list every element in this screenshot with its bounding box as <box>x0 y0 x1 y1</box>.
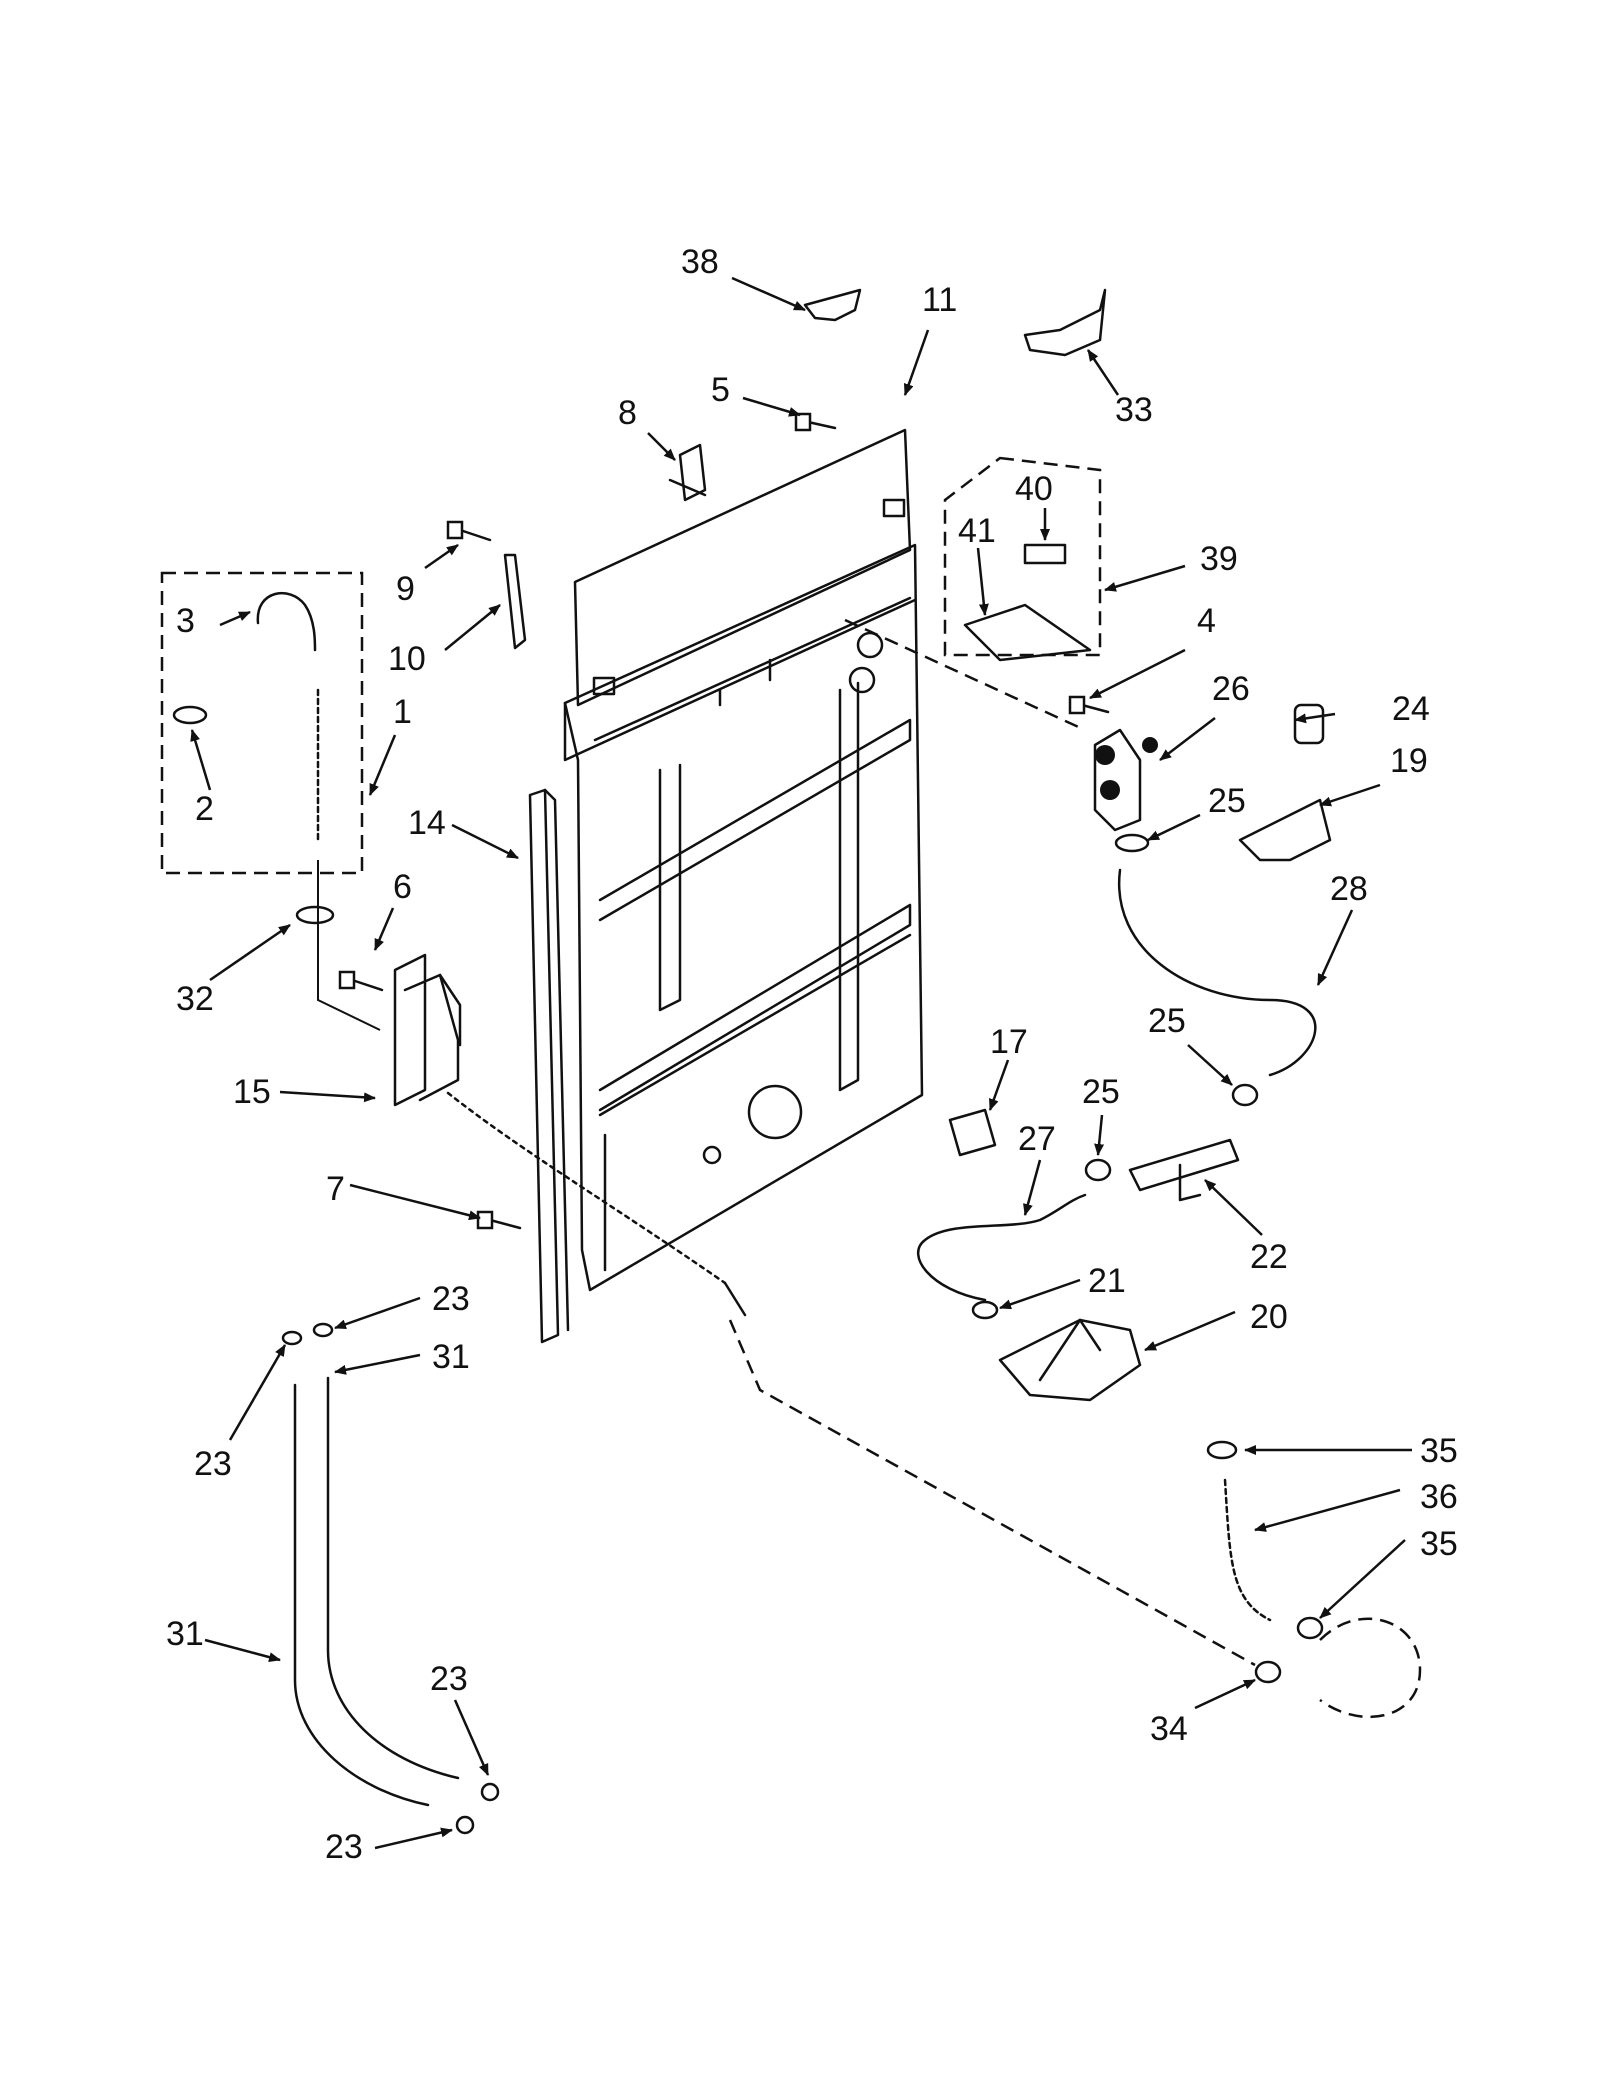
bracket-38 <box>803 288 862 322</box>
clamp-25c <box>1084 1158 1112 1182</box>
callout-4: 4 <box>1197 602 1216 640</box>
callout-10: 10 <box>388 640 426 678</box>
bracket-33 <box>1023 288 1107 357</box>
callout-20: 20 <box>1250 1298 1288 1336</box>
tee-22 <box>1128 1138 1240 1202</box>
clamp-25a <box>1114 833 1150 853</box>
callout-23d: 23 <box>325 1828 363 1866</box>
callout-25a: 25 <box>1208 782 1246 820</box>
callout-labels: 38 11 33 5 8 40 41 39 9 3 10 4 26 24 1 2… <box>166 243 1458 1866</box>
callout-15: 15 <box>233 1073 271 1111</box>
hose-27 <box>916 1193 1087 1302</box>
clamp-25b <box>1231 1083 1259 1107</box>
drain-hose-kit <box>160 571 364 875</box>
callout-19: 19 <box>1390 742 1428 780</box>
hose-clamp-32 <box>295 905 335 925</box>
inlet-hoses <box>281 1322 500 1835</box>
fill-hose-28 <box>1117 868 1317 1077</box>
side-channel <box>528 788 570 1344</box>
callout-31a: 31 <box>432 1338 470 1376</box>
drain-hose <box>446 1091 747 1317</box>
callout-2: 2 <box>195 790 214 828</box>
dispenser-20 <box>998 1318 1142 1402</box>
callout-35a: 35 <box>1420 1432 1458 1470</box>
callout-21: 21 <box>1088 1262 1126 1300</box>
callout-23b: 23 <box>194 1445 232 1483</box>
callout-5: 5 <box>711 371 730 409</box>
water-valve <box>1093 728 1158 832</box>
screws <box>338 412 1110 1230</box>
callout-28: 28 <box>1330 870 1368 908</box>
callout-27: 27 <box>1018 1120 1056 1158</box>
leader-lines <box>190 276 1412 1850</box>
cover-17 <box>948 1108 997 1157</box>
dash-leader-valve <box>844 618 1086 732</box>
callout-31b: 31 <box>166 1615 204 1653</box>
callout-22: 22 <box>1250 1238 1288 1276</box>
callout-38: 38 <box>681 243 719 281</box>
callout-14: 14 <box>408 804 446 842</box>
callout-25b: 25 <box>1148 1002 1186 1040</box>
callout-23c: 23 <box>430 1660 468 1698</box>
dash-leader-drain <box>728 1319 1256 1667</box>
callout-34: 34 <box>1150 1710 1188 1748</box>
callout-40: 40 <box>1015 470 1053 508</box>
callout-1: 1 <box>393 693 412 731</box>
callout-26: 26 <box>1212 670 1250 708</box>
thermistor-kit <box>943 456 1102 662</box>
callout-24: 24 <box>1392 690 1430 728</box>
clip-8 <box>668 443 707 502</box>
ground-strap <box>503 553 527 650</box>
cap-24 <box>1293 703 1325 745</box>
dash-leader-hose <box>317 860 381 1031</box>
bracket-19 <box>1238 798 1332 862</box>
callout-23a: 23 <box>432 1280 470 1318</box>
callout-3: 3 <box>176 602 195 640</box>
callout-33: 33 <box>1115 391 1153 429</box>
callout-11: 11 <box>922 281 957 319</box>
callout-39: 39 <box>1200 540 1238 578</box>
callout-35b: 35 <box>1420 1525 1458 1563</box>
callout-41: 41 <box>958 512 996 550</box>
hose-bracket <box>393 953 462 1107</box>
drain-components <box>1206 1440 1422 1719</box>
callout-36: 36 <box>1420 1478 1458 1516</box>
callout-7: 7 <box>326 1170 345 1208</box>
callout-9: 9 <box>396 570 415 608</box>
callout-32: 32 <box>176 980 214 1018</box>
callout-25c: 25 <box>1082 1073 1120 1111</box>
callout-17: 17 <box>990 1023 1028 1061</box>
rear-panel <box>563 428 924 1292</box>
callout-6: 6 <box>393 868 412 906</box>
callout-8: 8 <box>618 394 637 432</box>
clamp-21 <box>971 1300 999 1320</box>
